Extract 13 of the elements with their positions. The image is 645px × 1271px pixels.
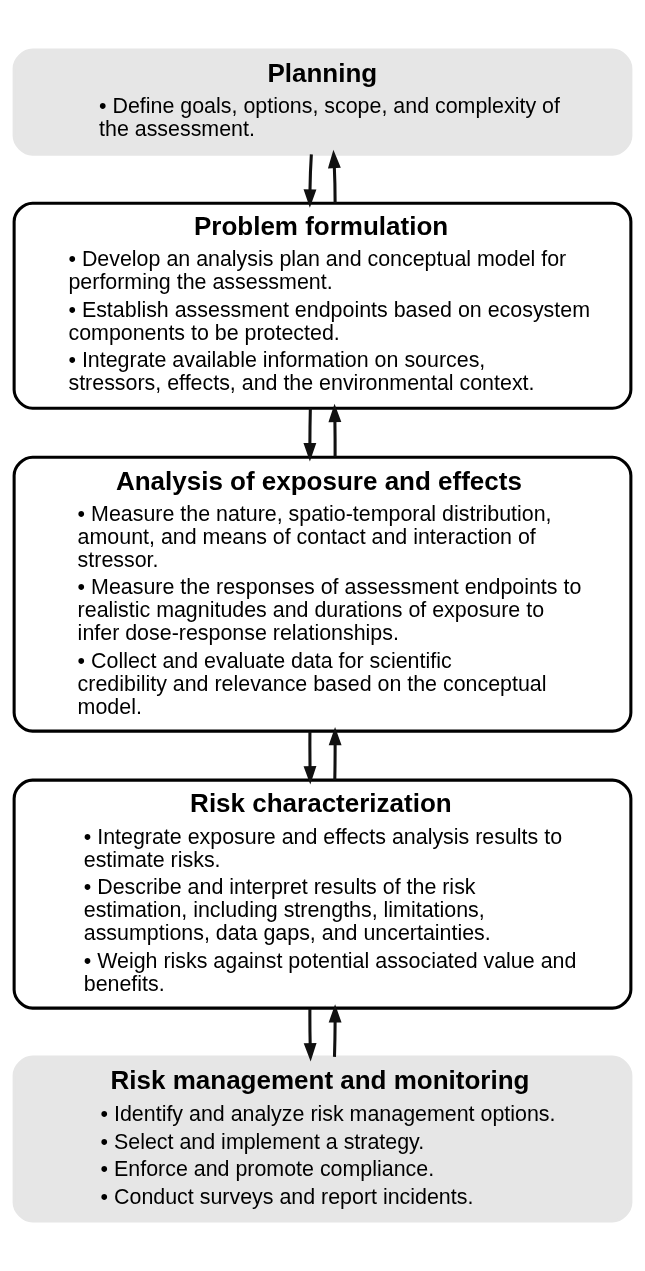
arrow <box>303 1008 317 1062</box>
node-box: Planning • Define goals, options, scope, and complexity of the assessment. <box>12 48 633 156</box>
node-box: Risk characterization • Integrate exposure and effects analysis results to estimate risks. • Describe and interpret results of the risk estimation, including strengths, limitations, assumptions, data gaps, and uncertainties. • Weigh risks against potential associated value and benefits. <box>12 778 633 1010</box>
arrow <box>328 1004 342 1057</box>
node-box: Analysis of exposure and effects • Measure the nature, spatio-temporal distribution, amount, and means of contact and interaction of stressor. • Measure the responses of assessment endpoints to realistic magnitudes and durations of exposure to infer dose-response relationships. • Collect and evaluate data for scientific credibility and relevance based on the conceptual model. <box>12 455 633 733</box>
arrow <box>303 731 317 785</box>
node-box: Problem formulation • Develop an analysis plan and conceptual model for performing the assessment. • Establish assessment endpoints based on ecosystem components to be protected. • Integrate available information on sources, stressors, effects, and the environmental context. <box>12 201 633 410</box>
arrow <box>303 154 317 208</box>
arrow <box>327 149 341 204</box>
arrow <box>328 726 342 780</box>
arrow <box>328 403 342 457</box>
node-box: Risk management and monitoring • Identify and analyze risk management options. • Select and implement a strategy. • Enforce and promote compliance. • Conduct surveys and report incidents. <box>12 1055 633 1223</box>
arrow <box>303 408 317 462</box>
